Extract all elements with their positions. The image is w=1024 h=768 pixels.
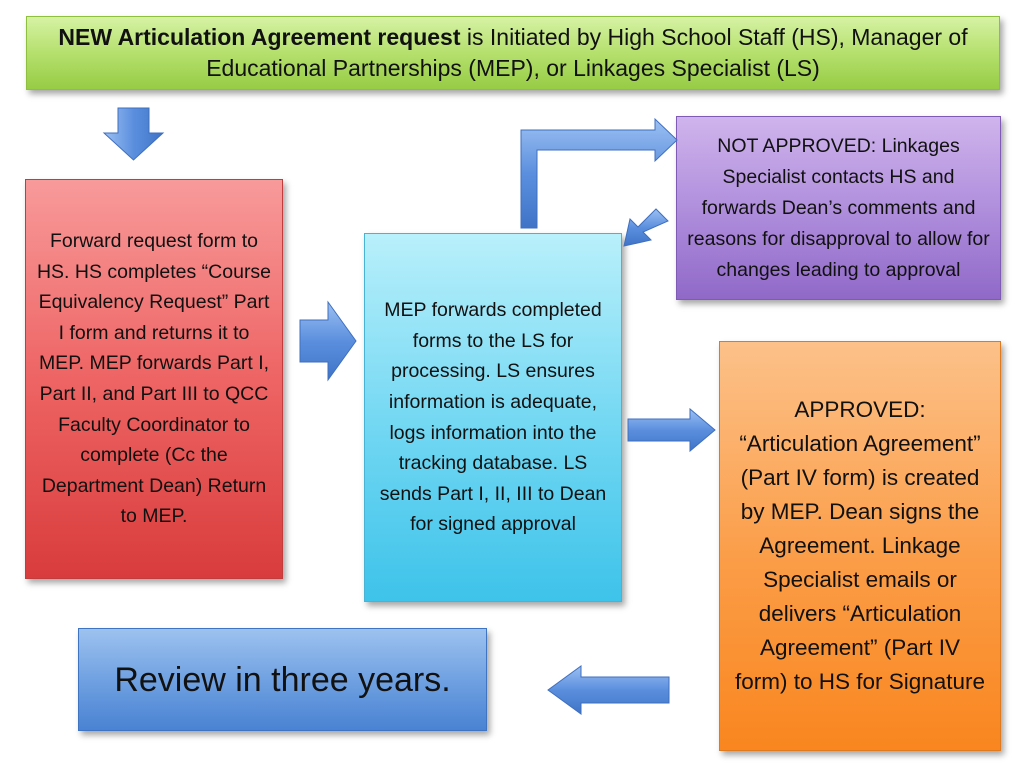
arrow-left-to-review (547, 665, 670, 715)
review-text: Review in three years. (114, 660, 451, 699)
arrow-down-to-forward-request (102, 107, 165, 161)
arrow-right-to-approved (627, 407, 716, 453)
not-approved-text: NOT APPROVED: Linkages Specialist contac… (687, 134, 990, 281)
forward-request-box: Forward request form to HS. HS completes… (25, 179, 283, 579)
approved-box: APPROVED: “Articulation Agreement” (Part… (719, 341, 1001, 751)
initiation-text: NEW Articulation Agreement request is In… (47, 22, 979, 84)
forward-request-text: Forward request form to HS. HS completes… (36, 230, 272, 528)
arrow-right-to-mep-forwards (299, 300, 357, 382)
not-approved-box: NOT APPROVED: Linkages Specialist contac… (676, 116, 1001, 300)
initiation-title-rest: is Initiated by High School Staff (HS), … (206, 24, 968, 81)
mep-forwards-text: MEP forwards completed forms to the LS f… (379, 299, 607, 536)
mep-forwards-box: MEP forwards completed forms to the LS f… (364, 233, 622, 602)
review-box: Review in three years. (78, 628, 487, 731)
initiation-title-bold: NEW Articulation Agreement request (58, 24, 461, 50)
initiation-box: NEW Articulation Agreement request is In… (26, 16, 1000, 90)
approved-text: APPROVED: “Articulation Agreement” (Part… (734, 397, 986, 694)
arrow-up-to-not-approved (520, 117, 678, 229)
arrow-back-to-mep-forwards (623, 208, 669, 247)
